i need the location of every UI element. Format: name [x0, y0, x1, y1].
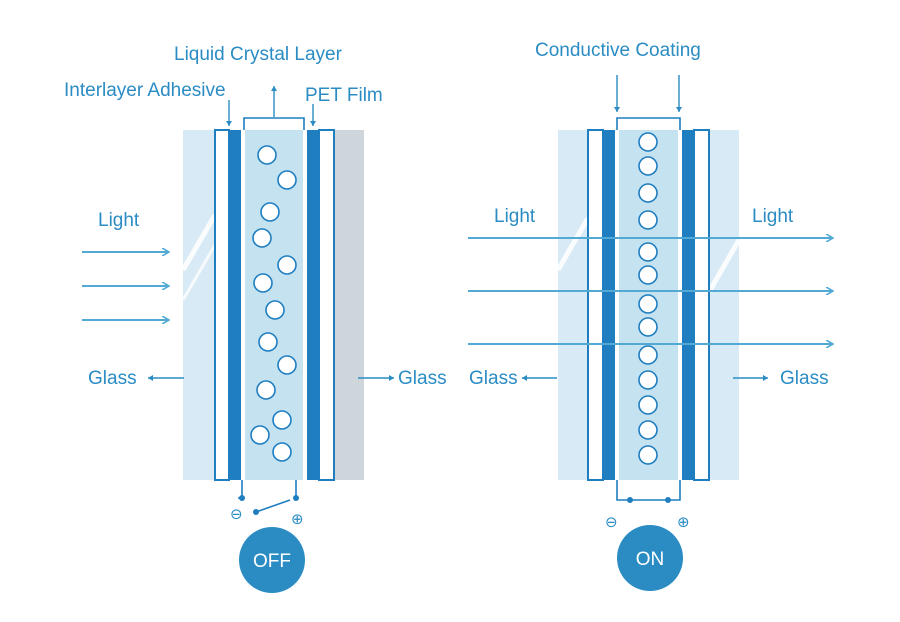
on-minus-sign: ⊖ [605, 514, 618, 531]
off-switch-pivot [253, 509, 259, 515]
on-droplet [638, 420, 658, 440]
on-droplet [638, 345, 658, 365]
off-droplet [252, 228, 272, 248]
off-label-liquid-crystal: Liquid Crystal Layer [174, 44, 343, 65]
on-label-light-left: Light [494, 206, 536, 227]
off-droplets [250, 145, 297, 462]
on-coating-bracket [616, 117, 681, 130]
off-panel: Liquid Crystal Layer Interlayer Adhesive… [64, 44, 447, 593]
on-plus-sign: ⊕ [677, 514, 690, 531]
off-label-glass-right: Glass [398, 368, 447, 389]
off-plus-sign: ⊕ [291, 511, 304, 528]
on-label-glass-left: Glass [469, 368, 518, 389]
on-droplet [638, 294, 658, 314]
on-droplet [638, 183, 658, 203]
off-droplet [258, 332, 278, 352]
on-interlayer-right [682, 130, 694, 480]
off-label-pet: PET Film [305, 85, 383, 106]
off-switch-node-left [239, 495, 245, 501]
off-circuit-wires [238, 480, 297, 499]
on-droplet [638, 156, 658, 176]
off-droplet [277, 255, 297, 275]
on-label-glass-right: Glass [780, 368, 829, 389]
off-droplet [260, 202, 280, 222]
off-droplet [272, 410, 292, 430]
off-inner-glass-right [318, 129, 335, 481]
on-inner-glass-left [587, 129, 604, 481]
on-droplet [638, 317, 658, 337]
on-droplet [638, 132, 658, 152]
off-droplet [250, 425, 270, 445]
off-label-light: Light [98, 210, 140, 231]
on-droplet [638, 445, 658, 465]
on-label-conductive: Conductive Coating [535, 40, 701, 61]
on-droplet [638, 395, 658, 415]
on-droplet [638, 265, 658, 285]
off-droplet [256, 380, 276, 400]
on-pet-left [615, 130, 619, 480]
off-glass-left-pane [183, 130, 215, 480]
off-state-button[interactable] [239, 527, 305, 593]
off-droplet [277, 355, 297, 375]
off-glass-right-pane [334, 130, 364, 480]
on-circuit-wires [616, 480, 681, 501]
off-droplet [277, 170, 297, 190]
off-droplet [265, 300, 285, 320]
off-minus-sign: ⊖ [230, 506, 243, 523]
off-pet-right [303, 130, 307, 480]
on-state-label: ON [636, 549, 665, 570]
off-glass-left-reflection [180, 213, 218, 272]
off-lc-bracket [243, 117, 305, 130]
on-glass-left-pane [558, 130, 588, 480]
on-glass-left-reflection [555, 216, 591, 272]
off-switch-lever [255, 499, 291, 513]
on-inner-glass-right [693, 129, 710, 481]
off-droplet [257, 145, 277, 165]
off-droplet [253, 273, 273, 293]
off-glass-left-reflection-2 [181, 244, 217, 301]
off-state-label: OFF [253, 551, 291, 572]
on-droplets [638, 132, 658, 465]
on-droplet [638, 242, 658, 262]
off-label-glass-left: Glass [88, 368, 137, 389]
off-interlayer-right [307, 130, 319, 480]
on-droplet [638, 210, 658, 230]
off-label-interlayer: Interlayer Adhesive [64, 80, 226, 101]
on-glass-right-reflection [706, 238, 742, 294]
off-switch-node-right [293, 495, 299, 501]
on-state-button[interactable] [617, 525, 683, 591]
off-pet-left [241, 130, 245, 480]
off-droplet [272, 442, 292, 462]
on-circuit-node-right [665, 497, 671, 503]
on-label-light-right: Light [752, 206, 794, 227]
off-interlayer-left [229, 130, 241, 480]
on-droplet [638, 370, 658, 390]
on-panel: Conductive Coating Light Light Glass Gla… [468, 40, 832, 591]
off-inner-glass-left [214, 129, 230, 481]
on-glass-right-pane [709, 130, 739, 480]
on-circuit-node-left [627, 497, 633, 503]
on-interlayer-left [603, 130, 615, 480]
on-pet-right [678, 130, 682, 480]
